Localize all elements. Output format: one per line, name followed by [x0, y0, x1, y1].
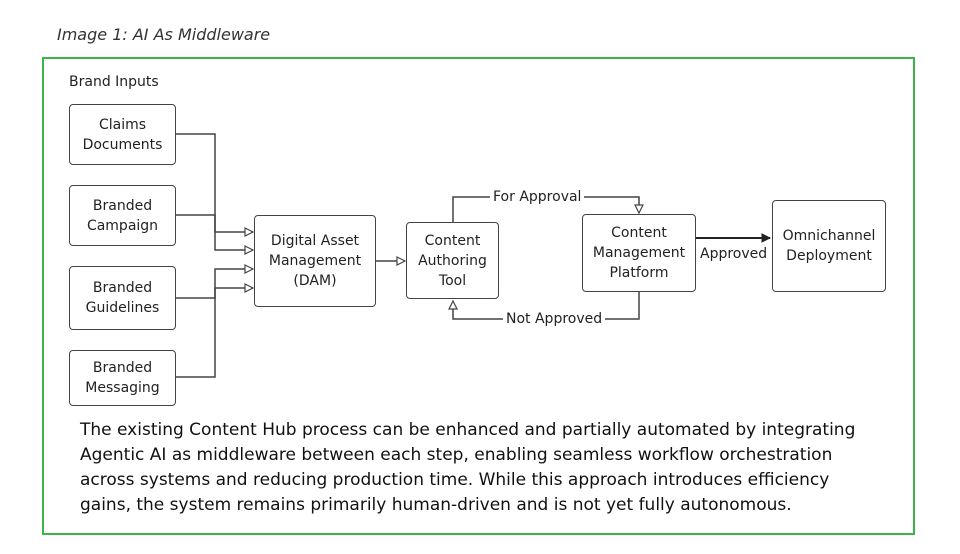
diagram-frame [42, 57, 915, 535]
branded-campaign-box: Branded Campaign [69, 185, 176, 246]
edge-guidelines-to-dam [176, 269, 253, 299]
brand-inputs-label: Brand Inputs [69, 74, 159, 90]
figure-caption: Image 1: AI As Middleware [57, 25, 271, 44]
for-approval-label: For Approval [490, 188, 585, 206]
branded-messaging-box: Branded Messaging [69, 350, 176, 406]
branded-guidelines-box: Branded Guidelines [69, 266, 176, 330]
dam-box: Digital Asset Management (DAM) [254, 215, 376, 307]
claims-documents-box: Claims Documents [69, 104, 176, 165]
omnichannel-deployment-box: Omnichannel Deployment [772, 200, 886, 292]
content-authoring-tool-box: Content Authoring Tool [406, 222, 499, 299]
edge-claims-to-dam [176, 133, 253, 232]
edge-messaging-to-dam [176, 288, 253, 378]
edge-campaign-to-dam [176, 214, 253, 250]
description-paragraph: The existing Content Hub process can be … [80, 420, 856, 515]
approved-label: Approved [697, 245, 771, 263]
not-approved-label: Not Approved [503, 310, 606, 328]
content-management-platform-box: Content Management Platform [582, 214, 696, 292]
